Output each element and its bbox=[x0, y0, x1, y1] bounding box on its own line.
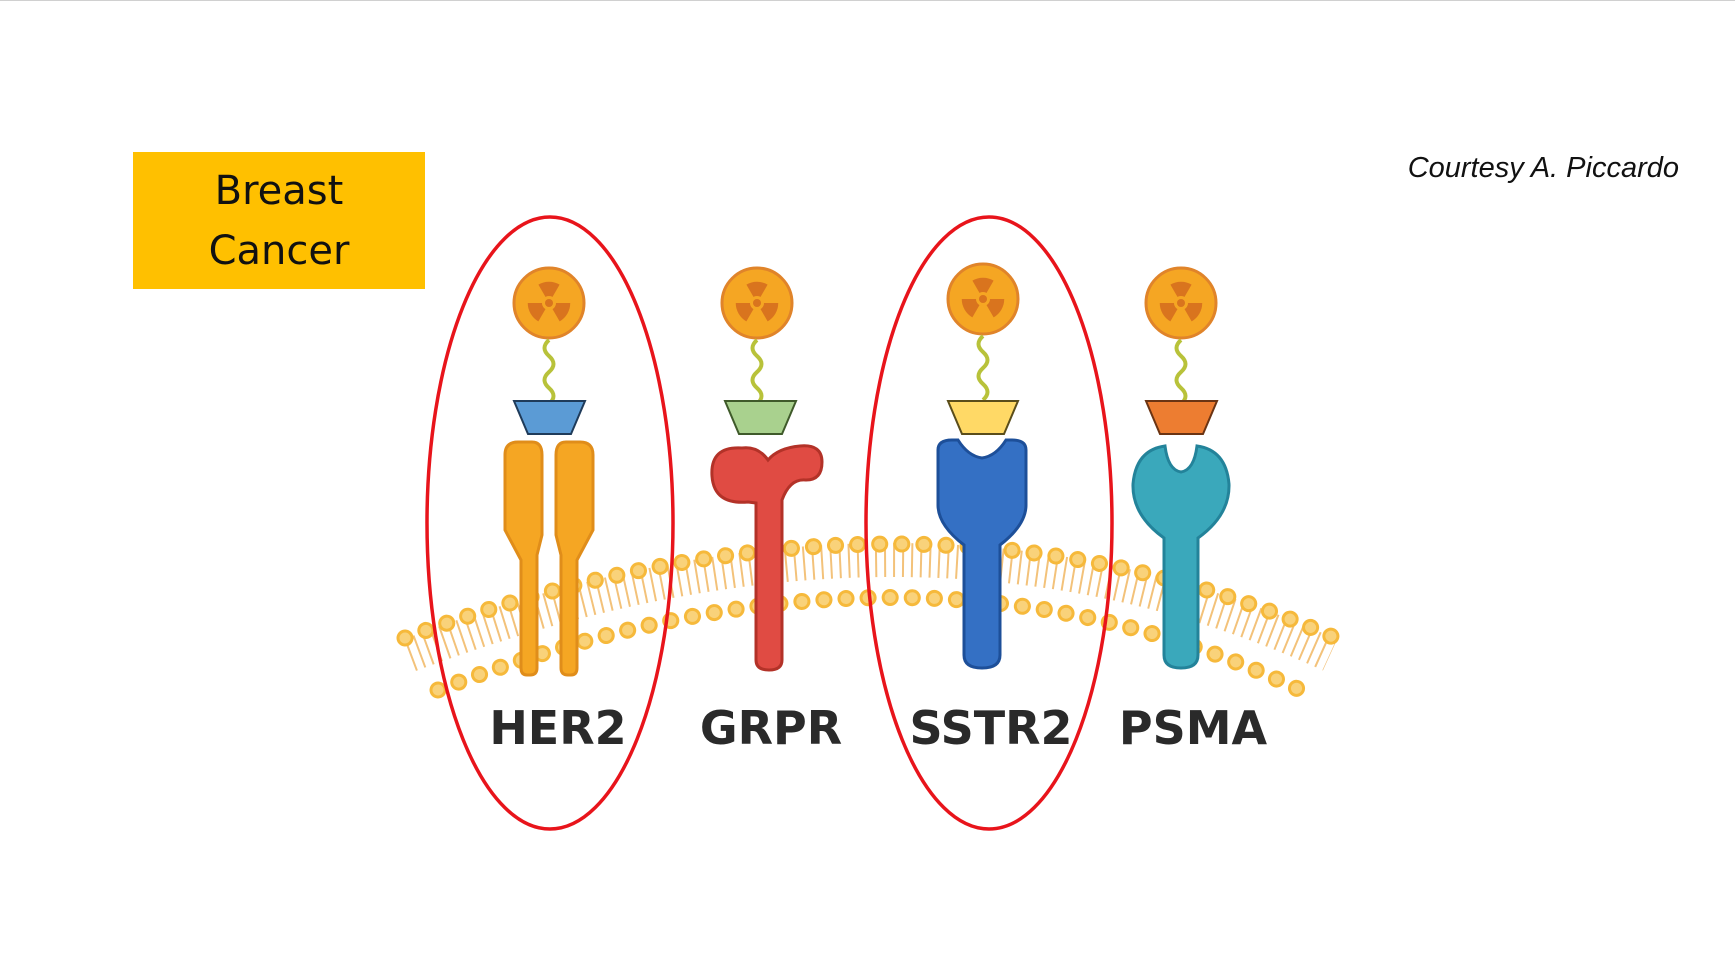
psma-ligand bbox=[1144, 400, 1219, 435]
grpr-receptor bbox=[710, 266, 824, 672]
psma-label: PSMA bbox=[1119, 701, 1268, 755]
title-line-2: Cancer bbox=[208, 227, 350, 274]
sstr2-label: SSTR2 bbox=[910, 701, 1073, 755]
title-badge: Breast Cancer bbox=[133, 152, 425, 289]
sstr2-ligand bbox=[946, 400, 1020, 435]
psma-receptor bbox=[1131, 266, 1231, 670]
sstr2-highlight-ring bbox=[864, 215, 1114, 831]
image-credit: Courtesy A. Piccardo bbox=[1407, 152, 1679, 184]
slide-top-border bbox=[0, 0, 1735, 1]
radiation-icon bbox=[512, 266, 586, 340]
sstr2-receptor bbox=[936, 262, 1028, 670]
radiation-icon bbox=[1144, 266, 1218, 340]
radiation-icon bbox=[946, 262, 1020, 336]
her2-label: HER2 bbox=[489, 701, 626, 755]
her2-receptor bbox=[503, 266, 595, 677]
her2-highlight-ring bbox=[425, 215, 675, 831]
title-line-1: Breast bbox=[214, 167, 344, 214]
grpr-ligand bbox=[723, 400, 798, 435]
grpr-label: GRPR bbox=[700, 701, 842, 755]
her2-ligand bbox=[512, 400, 587, 435]
radiation-icon bbox=[720, 266, 794, 340]
